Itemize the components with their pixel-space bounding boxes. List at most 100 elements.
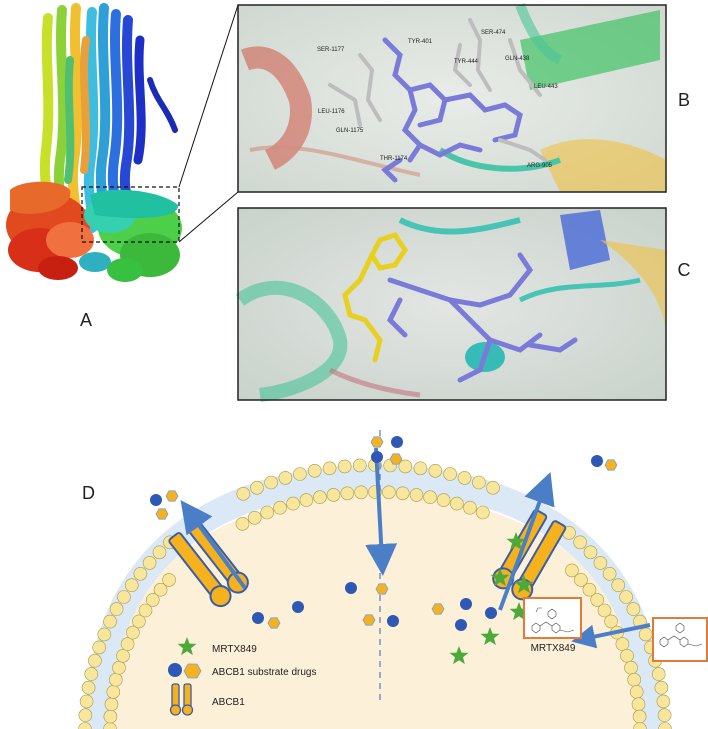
lipid-head (629, 685, 644, 699)
lipid-head (109, 602, 124, 616)
substrate-dot (345, 582, 357, 594)
lipid-head (293, 467, 307, 481)
legend-substrate-drugs: ABCB1 substrate drugs (212, 667, 317, 678)
lipid-head (116, 648, 130, 663)
lipid-head (450, 496, 464, 511)
helix-bundle (39, 3, 178, 233)
substrate-dot (252, 612, 264, 624)
panel-label-a: A (80, 310, 92, 330)
residue-ser-1177: SER-1177 (317, 47, 345, 53)
lipid-head (428, 463, 443, 478)
lipid-head (436, 493, 451, 507)
lipid-head (103, 614, 117, 629)
lipid-head (626, 602, 641, 616)
lipid-head (354, 485, 368, 500)
lipid-head (573, 535, 587, 550)
substrate-hexagon (375, 583, 389, 595)
lipid-head (278, 471, 293, 485)
mrtx-structure-box-outside (652, 617, 708, 662)
lipid-head (398, 459, 413, 474)
ligand-sticks-b (381, 37, 523, 183)
mrtx849-star (490, 568, 510, 587)
lipid-head (313, 490, 327, 505)
residue-tyr-444: TYR-444 (454, 59, 479, 65)
mrtx849-molecules (449, 532, 534, 665)
lipid-head (153, 582, 168, 597)
lipid-head (638, 627, 653, 642)
lipid-head (273, 500, 287, 515)
lipid-head (611, 578, 626, 593)
lipid-head (132, 614, 146, 629)
lipid-head (463, 500, 477, 515)
lipid-head (443, 467, 457, 481)
influx-arrow-center (365, 447, 398, 576)
lipid-head (120, 637, 135, 651)
lipid-head (138, 603, 153, 618)
legend-abcb1: ABCB1 (212, 697, 245, 708)
lipid-head (326, 488, 341, 502)
legend-star-icon (177, 637, 197, 656)
residue-gln-438: GLN-438 (505, 56, 530, 62)
panel-a-protein-structure: A (6, 3, 239, 330)
lipid-head (307, 463, 322, 478)
lipid-head (106, 685, 121, 699)
lipid-head (78, 708, 93, 723)
substrate-hexagon (165, 490, 179, 502)
panel-c-background-ribbons (235, 210, 666, 402)
panel-d-efflux-schematic: D (78, 430, 708, 729)
atp-sticks-c (342, 232, 409, 363)
mrtx-box-label: MRTX849 (531, 643, 576, 654)
panel-label-c: C (678, 260, 691, 280)
zoom-line-top (178, 4, 239, 188)
residue-tyr-401: TYR-401 (408, 39, 433, 45)
lipid-head (602, 566, 617, 581)
lipid-head (590, 593, 605, 607)
lipid-head (632, 709, 647, 724)
lipid-head (413, 461, 428, 476)
lipid-head (475, 505, 490, 520)
residue-labels-b: SER-1177 LEU-1176 GLN-1175 THR-1174 TYR-… (317, 30, 558, 169)
lipid-head (656, 694, 671, 709)
substrate-hexagon (431, 603, 445, 615)
lipid-head (486, 480, 500, 495)
mrtx-structure-box-inside (523, 597, 582, 639)
lipid-heads-inner (103, 485, 647, 729)
substrate-hexagon (155, 508, 169, 520)
mrtx-entry-arrow (571, 623, 651, 649)
lipid-head (633, 722, 647, 729)
substrate-dot (387, 615, 399, 627)
substrate-hexagon (604, 459, 618, 471)
panel-b-binding-site: SER-1177 LEU-1176 GLN-1175 THR-1174 TYR-… (237, 3, 690, 193)
lipid-head (162, 573, 176, 587)
lipid-head (583, 545, 598, 560)
lipid-head (103, 709, 118, 724)
lipid-head (117, 590, 131, 604)
lipid-head (423, 490, 437, 505)
residue-leu-1176: LEU-1176 (318, 109, 345, 115)
lipid-head (112, 660, 126, 675)
legend-mrtx849: MRTX849 (212, 644, 257, 655)
lipid-head (337, 459, 352, 474)
lipid-head (133, 566, 148, 581)
lipid-head (235, 516, 250, 531)
lipid-head (126, 625, 140, 640)
lipid-head (260, 505, 275, 520)
lipid-head (109, 672, 123, 687)
lipid-head (597, 603, 612, 618)
lipid-head (352, 458, 367, 473)
lipid-head (81, 680, 96, 695)
efflux-arrow-left (180, 500, 247, 590)
lipid-head (604, 614, 618, 629)
lipid-head (395, 486, 410, 501)
zoom-line-bottom (178, 191, 239, 243)
lipid-head (409, 488, 424, 502)
substrate-hexagon (389, 453, 403, 465)
lipid-head (79, 694, 94, 709)
zoom-box (81, 186, 180, 243)
mrtx849-star (514, 575, 534, 594)
lipid-head (84, 667, 99, 681)
substrate-dot (460, 598, 472, 610)
lipid-head (620, 648, 634, 663)
substrate-hexagon (362, 614, 376, 626)
residue-thr-1174: THR-1174 (380, 156, 408, 162)
